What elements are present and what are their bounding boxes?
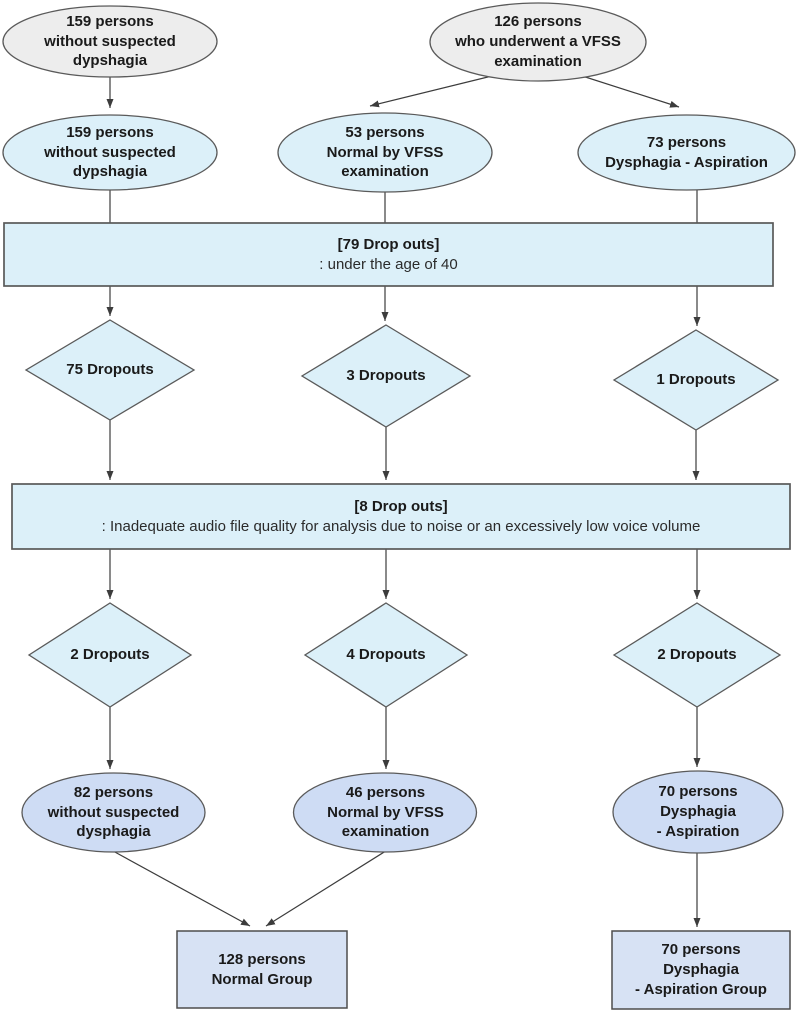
dropout-diamond-s1c1	[24, 319, 196, 421]
final-dysphagia-ellipse	[612, 770, 784, 854]
cohort-vfss-normal-ellipse	[277, 112, 493, 193]
dropout-diamond-s2c2	[303, 602, 469, 708]
dropout-diamond-s2c1	[27, 602, 193, 708]
aspiration-group-rect	[611, 930, 791, 1010]
dropout-banner-1-rect	[3, 222, 774, 287]
arrow-final2-to-normal-group	[265, 848, 390, 927]
connectors	[106, 73, 701, 927]
dropout-diamond-s1c3	[612, 329, 780, 431]
dropout-banner-2-rect	[11, 483, 791, 550]
arrow-vfss-to-normal	[369, 73, 501, 108]
dropout-diamond-s1c2	[300, 324, 472, 428]
arrow-final1-to-normal-group	[112, 850, 251, 927]
normal-group-rect	[176, 930, 348, 1009]
start-vfss-ellipse	[429, 2, 647, 82]
cohort-no-dysphagia-ellipse	[2, 114, 218, 191]
final-vfss-normal-ellipse	[292, 772, 478, 853]
start-no-dysphagia-ellipse	[2, 5, 218, 78]
arrow-vfss-to-aspiration	[575, 73, 680, 108]
dropout-diamond-s2c3	[612, 602, 782, 708]
final-no-dysphagia-ellipse	[21, 772, 206, 853]
cohort-dysphagia-ellipse	[577, 114, 796, 191]
